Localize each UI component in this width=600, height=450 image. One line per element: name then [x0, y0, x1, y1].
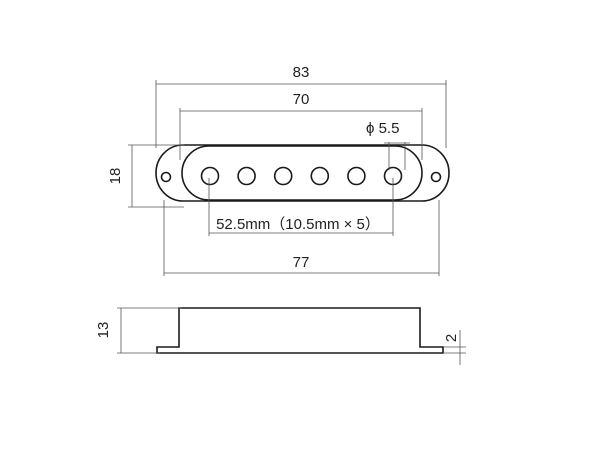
pole-hole	[347, 166, 366, 186]
flange-thickness-label: 2	[443, 334, 460, 342]
pole-hole	[200, 166, 220, 186]
side-view: 13 2	[95, 307, 466, 365]
dimension-body-width: 77	[163, 200, 440, 276]
dimension-height: 18	[107, 144, 184, 208]
top-view: 83 70 ϕ 5.5 18 52.5mm（10.5mm	[107, 64, 450, 276]
side-profile-outline	[156, 307, 444, 354]
dimension-overall-width: 83	[155, 64, 447, 148]
dimension-side-height: 13	[95, 307, 182, 354]
pole-hole	[310, 166, 330, 186]
dimension-hole-span: 70	[179, 91, 423, 160]
dimension-pole-spacing: 52.5mm（10.5mm × 5）	[208, 178, 394, 236]
overall-width-label: 83	[293, 64, 310, 81]
pole-spacing-label: 52.5mm（10.5mm × 5）	[216, 216, 380, 233]
hole-span-label: 70	[293, 91, 310, 108]
pole-hole	[237, 166, 256, 186]
left-mounting-hole	[160, 171, 172, 183]
cover-body-outline	[181, 145, 423, 201]
pole-hole	[273, 166, 293, 186]
dimension-flange-thickness: 2	[443, 330, 466, 365]
dimension-hole-diameter: ϕ 5.5	[366, 120, 410, 170]
body-width-label: 77	[293, 254, 310, 271]
height-label: 18	[107, 168, 124, 185]
pole-holes	[200, 166, 403, 186]
hole-diameter-label: ϕ 5.5	[366, 120, 399, 137]
cover-flange-outline	[155, 144, 450, 202]
right-mounting-hole	[430, 171, 442, 183]
side-height-label: 13	[95, 322, 112, 339]
